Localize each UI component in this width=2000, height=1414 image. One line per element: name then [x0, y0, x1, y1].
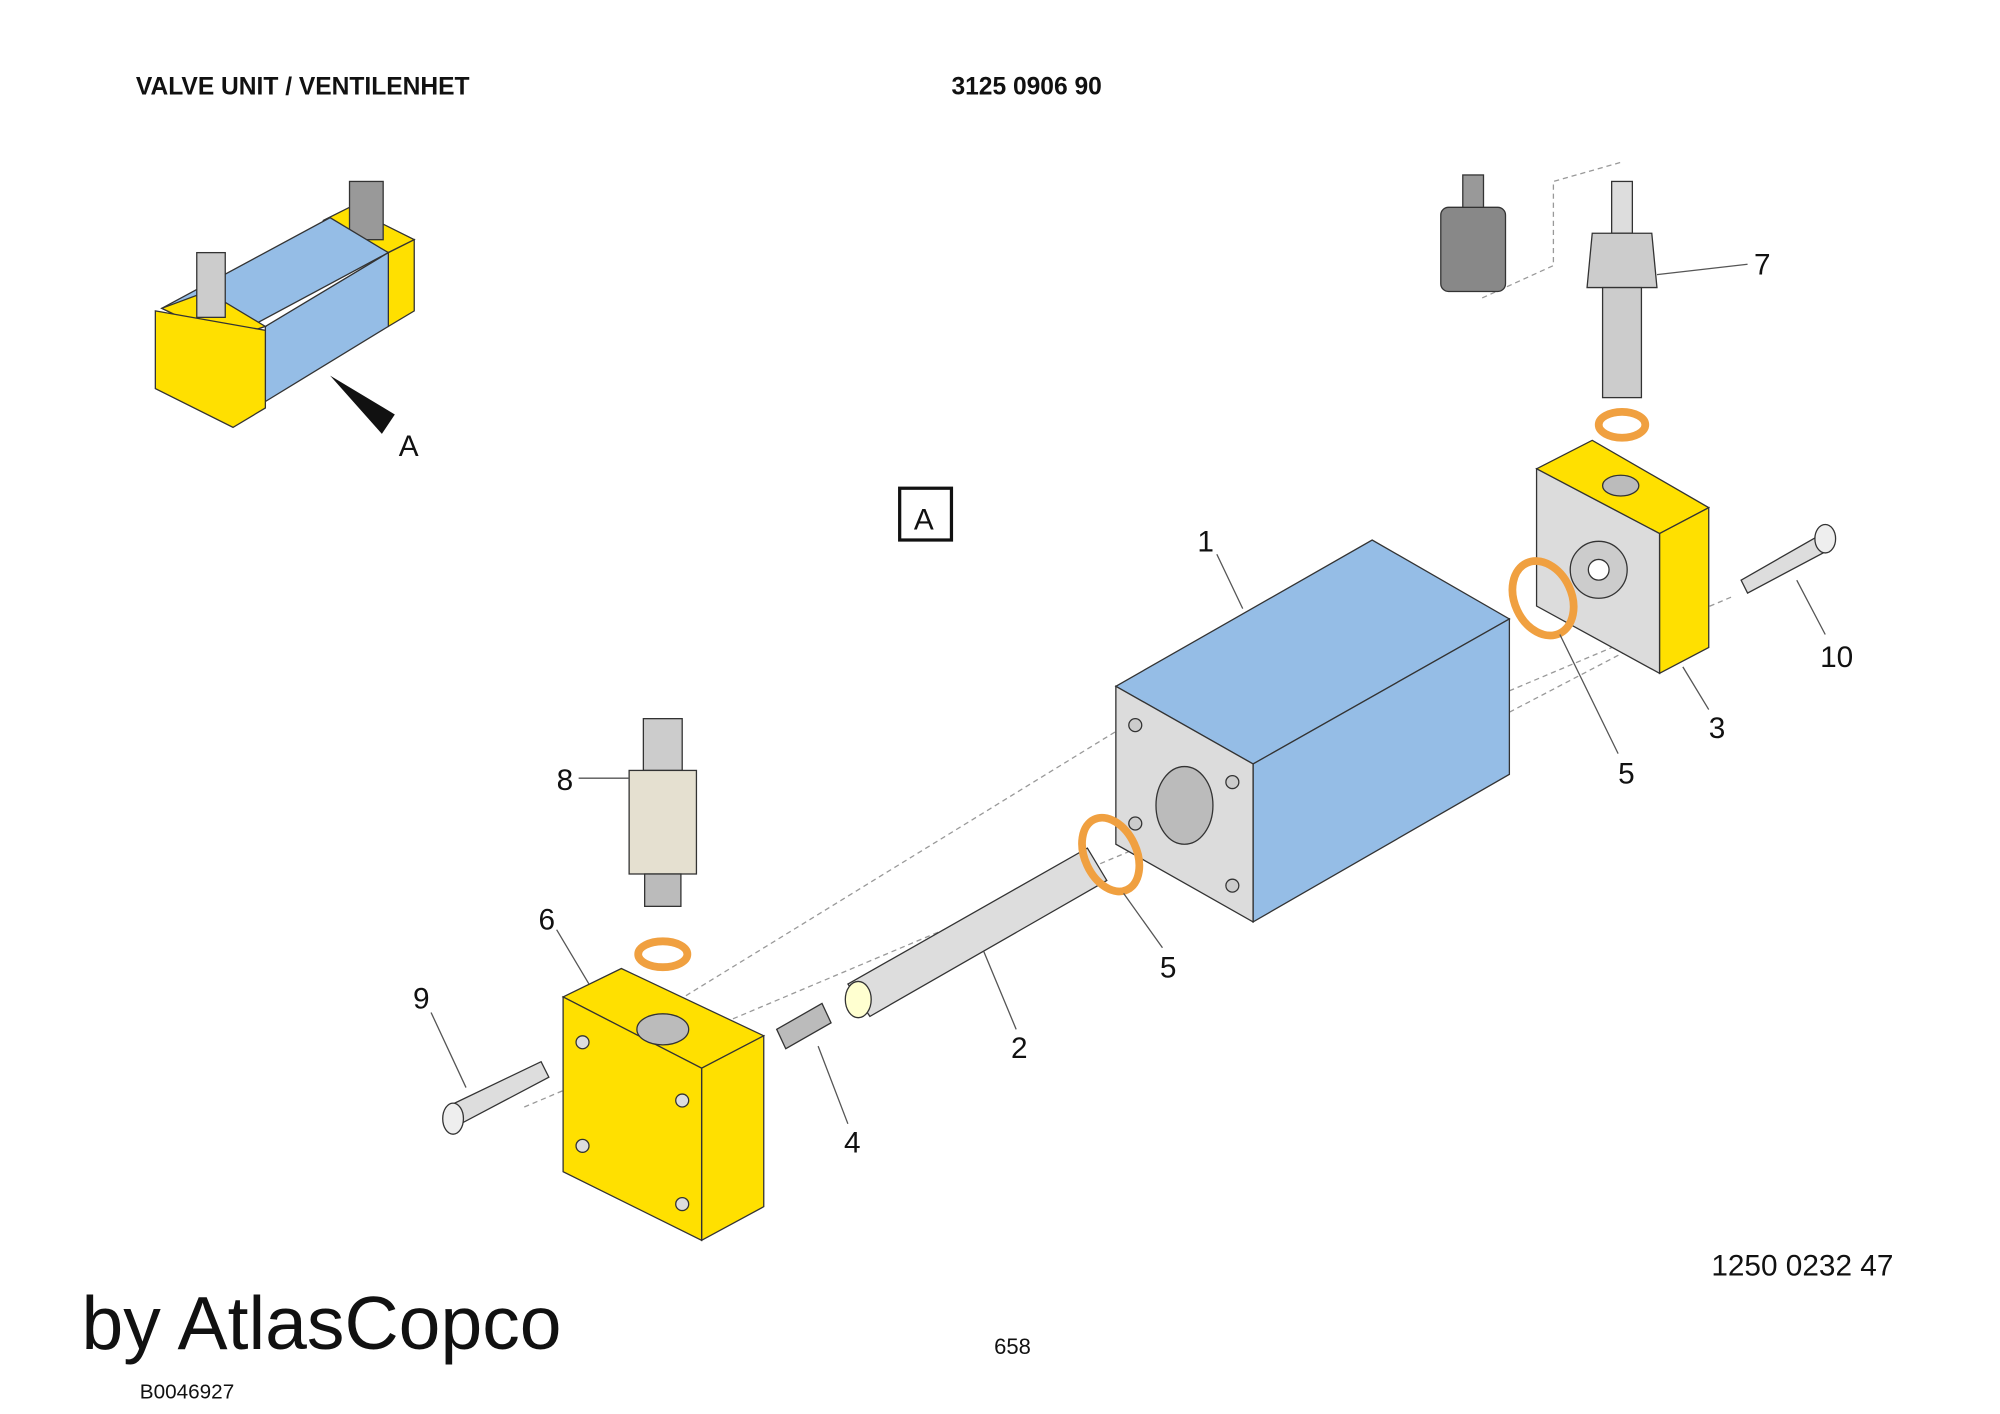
callout-1: 1 — [1197, 526, 1214, 559]
drawing-number: 1250 0232 47 — [1711, 1249, 1893, 1282]
valve-7 — [1440, 174, 1658, 399]
page-number: 658 — [994, 1334, 1031, 1359]
view-box — [898, 486, 954, 542]
inset-view-label: A — [399, 430, 419, 463]
end-block-left — [561, 967, 766, 1242]
callout-9: 9 — [413, 983, 430, 1016]
callout-8: 8 — [557, 764, 574, 797]
callout-10: 10 — [1820, 641, 1853, 674]
view-box-label: A — [914, 504, 934, 537]
inset-assembly: A — [154, 180, 419, 463]
part-number: 3125 0906 90 — [951, 74, 1101, 101]
spool — [844, 847, 1108, 1019]
spring — [775, 1002, 832, 1050]
screws — [442, 523, 1837, 1135]
doc-code: B0046927 — [140, 1380, 234, 1403]
drawing-title: VALVE UNIT / VENTILENHET — [136, 74, 470, 101]
callout-5b: 5 — [1160, 952, 1177, 985]
callout-2: 2 — [1011, 1032, 1028, 1065]
watermark: by AtlasCopco — [82, 1281, 562, 1365]
o-rings — [634, 407, 1650, 972]
callout-4: 4 — [844, 1126, 861, 1159]
callout-7: 7 — [1754, 249, 1771, 282]
callout-3: 3 — [1709, 712, 1726, 745]
callout-6: 6 — [539, 904, 556, 937]
valve-body-block — [1114, 539, 1511, 924]
callout-5a: 5 — [1618, 757, 1635, 790]
pressure-valve-8 — [628, 718, 698, 907]
